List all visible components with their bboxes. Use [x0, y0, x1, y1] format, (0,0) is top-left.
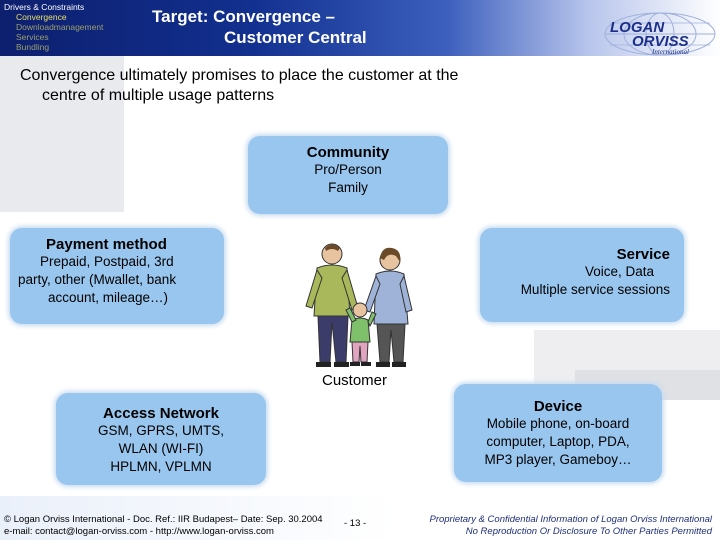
payment-method-line-1: Prepaid, Postpaid, 3rd	[40, 254, 174, 269]
payment-method-box: Payment method Prepaid, Postpaid, 3rd pa…	[10, 228, 224, 324]
nav-item-services[interactable]: Services	[16, 32, 49, 42]
community-title: Community	[306, 144, 390, 161]
service-line-2: Multiple service sessions	[520, 282, 670, 297]
device-box: Device Mobile phone, on-board computer, …	[454, 384, 662, 482]
page-number: - 13 -	[344, 518, 367, 529]
logo-text-line-2: ORVISS	[632, 33, 689, 50]
nav-item-bundling[interactable]: Bundling	[16, 42, 50, 52]
slide-title-line-2: Customer Central	[224, 28, 367, 47]
family-illustration	[305, 243, 413, 367]
access-network-line-1: GSM, GPRS, UMTS,	[97, 423, 224, 438]
customer-label: Customer	[322, 372, 388, 389]
footer-contact: e-mail: contact@logan-orviss.com - http:…	[4, 526, 274, 537]
slide-title-line-1: Target: Convergence –	[152, 7, 335, 26]
payment-method-line-2: party, other (Mwallet, bank	[18, 272, 177, 287]
access-network-line-2: WLAN (WI-FI)	[118, 441, 204, 456]
device-line-2: computer, Laptop, PDA,	[486, 434, 630, 449]
subtitle-line-1: Convergence ultimately promises to place…	[20, 67, 459, 84]
service-box: Service Voice, Data Multiple service ses…	[480, 228, 684, 322]
nav-title: Drivers & Constraints	[4, 2, 85, 12]
header-bar	[0, 0, 720, 56]
device-line-1: Mobile phone, on-board	[486, 416, 630, 431]
service-line-1: Voice, Data	[584, 264, 654, 279]
device-title: Device	[533, 398, 583, 415]
service-title: Service	[616, 246, 670, 263]
footer-copyright: © Logan Orviss International - Doc. Ref.…	[4, 514, 323, 525]
access-network-line-3: HPLMN, VPLMN	[110, 459, 212, 474]
community-line-2: Family	[328, 180, 368, 195]
slide-title: Target: Convergence – Customer Central	[152, 6, 592, 48]
logan-orviss-logo: LOGAN ORVISS International	[604, 12, 716, 56]
logo-text-line-3: International	[651, 48, 689, 56]
subtitle: Convergence ultimately promises to place…	[20, 66, 580, 106]
side-decoration	[0, 56, 124, 212]
device-line-3: MP3 player, Gameboy…	[484, 452, 632, 467]
subtitle-line-2: centre of multiple usage patterns	[42, 87, 275, 104]
footer-proprietary: Proprietary & Confidential Information o…	[429, 514, 712, 525]
access-network-box: Access Network GSM, GPRS, UMTS, WLAN (WI…	[56, 393, 266, 485]
access-network-title: Access Network	[103, 405, 219, 422]
footer-left: © Logan Orviss International - Doc. Ref.…	[4, 514, 323, 538]
community-box: Community Pro/Person Family	[248, 136, 448, 214]
community-line-1: Pro/Person	[314, 162, 382, 177]
section-nav: Drivers & Constraints Convergence Downlo…	[4, 2, 128, 52]
nav-item-downloadmanagement[interactable]: Downloadmanagement	[16, 22, 104, 32]
footer-disclosure: No Reproduction Or Disclosure To Other P…	[465, 526, 712, 537]
payment-method-line-3: account, mileage…)	[48, 290, 169, 305]
footer-bar	[0, 496, 720, 540]
nav-item-convergence[interactable]: Convergence	[16, 12, 67, 22]
payment-method-title: Payment method	[46, 236, 167, 253]
logo-text-line-1: LOGAN	[610, 19, 665, 36]
footer-right: Proprietary & Confidential Information o…	[429, 514, 712, 538]
